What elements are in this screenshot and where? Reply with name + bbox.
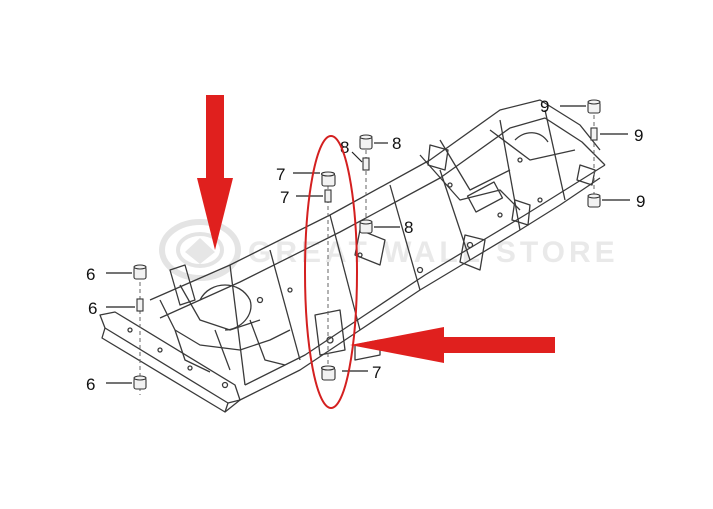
part-6-cushion-top <box>133 264 147 280</box>
part-7-cushion-bottom <box>320 365 336 381</box>
callout-9-top: 9 <box>540 97 549 116</box>
callout-8-mid: 8 <box>404 218 413 237</box>
mount-parts <box>133 99 601 390</box>
callout-8-top-bolt: 8 <box>340 138 349 157</box>
red-arrow-down-icon <box>197 95 233 250</box>
callout-9-bottom: 9 <box>636 192 645 211</box>
part-8-cushion-top <box>359 134 373 150</box>
part-9-cushion-bottom <box>587 193 601 208</box>
svg-text:GREAT WALL STORE: GREAT WALL STORE <box>248 236 619 269</box>
callout-6-mid: 6 <box>88 299 97 318</box>
part-8-cushion-mid <box>359 219 373 234</box>
leader-lines <box>106 105 630 384</box>
callout-7-bottom: 7 <box>372 363 381 382</box>
callout-7-mid: 7 <box>280 188 289 207</box>
callout-6-bottom: 6 <box>86 375 95 394</box>
part-6-bolt <box>136 298 144 312</box>
callout-7-top: 7 <box>276 165 285 184</box>
watermark-logo: GREAT WALL STORE <box>159 219 619 281</box>
red-arrow-left-icon <box>350 327 555 363</box>
callout-6-top: 6 <box>86 265 95 284</box>
mount-guide-lines <box>139 108 595 395</box>
callout-9-mid: 9 <box>634 126 643 145</box>
part-8-bolt <box>362 157 370 171</box>
callout-8-top: 8 <box>392 134 401 153</box>
highlight-ellipse <box>304 135 358 409</box>
part-7-bolt <box>324 189 332 203</box>
part-9-bolt <box>590 127 598 141</box>
part-6-cushion-bottom <box>133 375 147 390</box>
part-9-cushion-top <box>587 99 601 114</box>
callout-labels: 6 6 6 7 7 7 8 8 8 9 9 9 <box>86 97 645 394</box>
part-7-cushion-top <box>320 171 336 187</box>
